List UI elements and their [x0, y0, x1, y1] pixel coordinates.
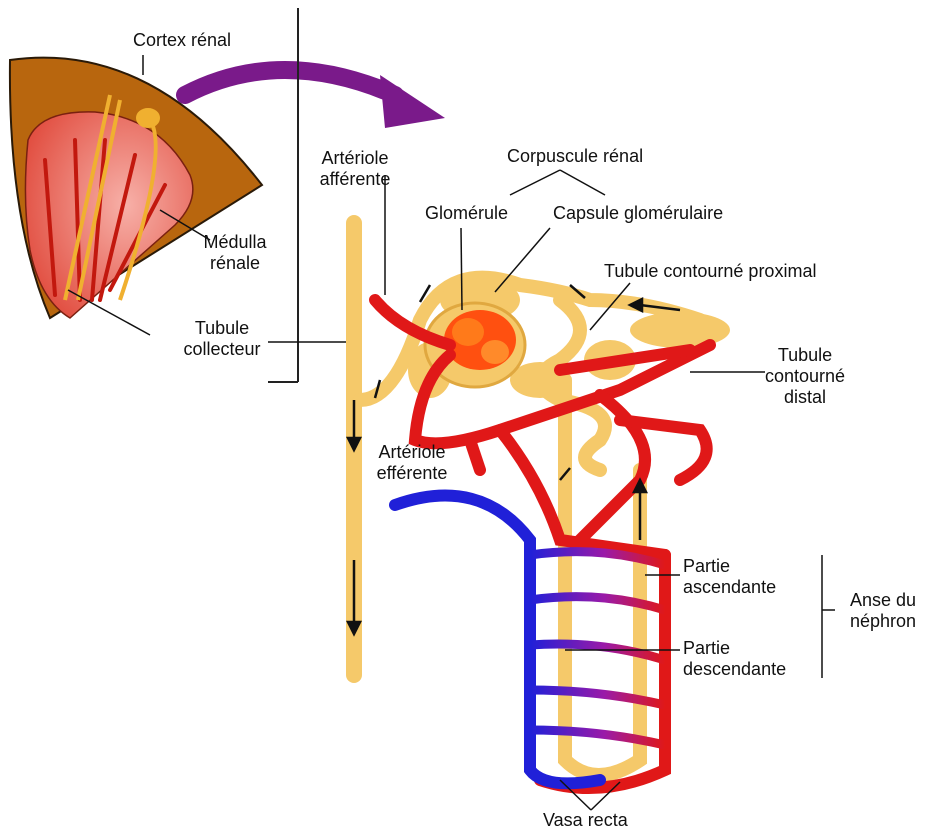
label-arteriole-efferente: Artériole efférente: [362, 442, 462, 484]
label-tubule-collecteur-line1: Tubule: [172, 318, 272, 339]
label-tcd-line1: Tubule: [755, 345, 855, 366]
label-arteriole-afferente-line2: afférente: [305, 169, 405, 190]
label-tcd-line3: distal: [755, 387, 855, 408]
label-tubule-collecteur-line2: collecteur: [172, 339, 272, 360]
label-partie-ascendante: Partie ascendante: [683, 556, 776, 598]
label-partie-desc-line1: Partie: [683, 638, 786, 659]
label-medulla-line2: rénale: [200, 253, 270, 274]
label-capsule-glomerulaire: Capsule glomérulaire: [553, 203, 723, 224]
label-glomerule: Glomérule: [425, 203, 508, 224]
label-medulla-renale: Médulla rénale: [200, 232, 270, 274]
label-partie-descendante: Partie descendante: [683, 638, 786, 680]
label-arteriole-efferente-line1: Artériole: [362, 442, 462, 463]
label-partie-asc-line1: Partie: [683, 556, 776, 577]
label-medulla-line1: Médulla: [200, 232, 270, 253]
label-tubule-collecteur: Tubule collecteur: [172, 318, 272, 360]
zoom-arrow: [185, 70, 395, 95]
label-anse-du-nephron: Anse du néphron: [838, 590, 928, 632]
label-partie-desc-line2: descendante: [683, 659, 786, 680]
label-anse-line1: Anse du: [838, 590, 928, 611]
label-tubule-contourne-proximal: Tubule contourné proximal: [604, 261, 816, 282]
label-arteriole-afferente-line1: Artériole: [305, 148, 405, 169]
label-anse-line2: néphron: [838, 611, 928, 632]
label-corpuscule-renal: Corpuscule rénal: [507, 146, 643, 167]
label-tcd-line2: contourné: [755, 366, 855, 387]
glomerulus: [444, 310, 516, 370]
label-arteriole-afferente: Artériole afférente: [305, 148, 405, 190]
label-arteriole-efferente-line2: efférente: [362, 463, 462, 484]
label-cortex-renal: Cortex rénal: [133, 30, 231, 51]
label-tubule-contourne-distal: Tubule contourné distal: [755, 345, 855, 408]
label-vasa-recta: Vasa recta: [543, 810, 628, 831]
label-partie-asc-line2: ascendante: [683, 577, 776, 598]
zoom-arrow-head: [380, 75, 445, 128]
